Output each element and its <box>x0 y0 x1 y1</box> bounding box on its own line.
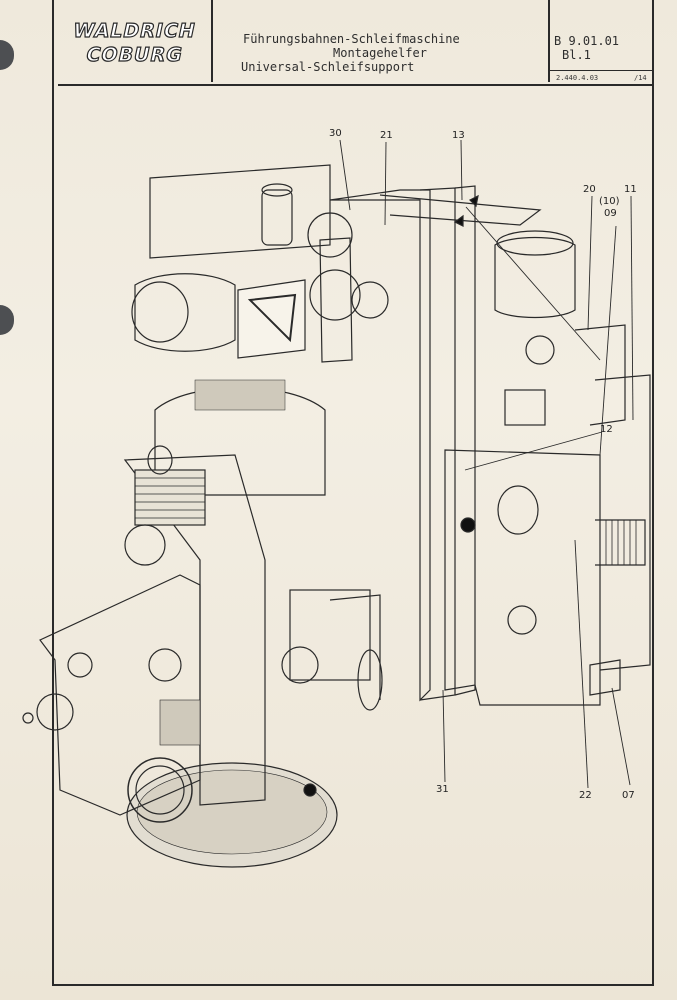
binder-hole-middle <box>0 305 14 335</box>
base-disc-texture <box>136 769 328 855</box>
junction-box <box>504 389 546 426</box>
document-number: B 9.01.01 <box>554 34 620 48</box>
callout-10: (10) <box>599 196 620 207</box>
oil-cup <box>261 189 293 246</box>
grinding-head-body <box>123 454 266 806</box>
description-line-1: Führungsbahnen-Schleifmaschine <box>243 32 460 46</box>
rail-stop <box>589 659 621 696</box>
drawing-frame <box>52 0 654 986</box>
right-rail <box>594 374 651 671</box>
guide-side <box>454 185 476 696</box>
description-cell: Führungsbahnen-Schleifmaschine Montagehe… <box>213 0 550 82</box>
spring-coil <box>357 649 383 711</box>
cooling-fins <box>134 469 206 526</box>
spindle-dial <box>281 646 319 684</box>
callout-31: 31 <box>436 784 449 795</box>
guide-face <box>419 187 456 701</box>
cap-nut <box>147 445 173 475</box>
spindle-housing <box>289 589 371 681</box>
warning-plate <box>237 279 306 359</box>
description-line-2: Montagehelfer <box>333 46 427 60</box>
oil-cup-top <box>261 183 293 197</box>
drawing-code-suffix: /14 <box>634 74 647 82</box>
callout-07: 07 <box>622 790 635 801</box>
arrow-head-13b <box>453 214 464 227</box>
arrow-head-13a <box>468 194 479 208</box>
feed-knob <box>67 652 93 678</box>
feed-dial <box>36 693 74 731</box>
cooling-fin-lines <box>135 477 205 519</box>
warning-triangle <box>247 293 297 343</box>
company-logo: WALDRICH COBURG <box>58 0 213 82</box>
spindle-bracket <box>329 594 381 700</box>
feed-screw <box>595 519 646 566</box>
gear-right <box>351 281 389 319</box>
document-number-cell: B 9.01.01 Bl.1 2.440.4.03 /14 <box>550 0 654 82</box>
grinding-wheel <box>127 757 193 823</box>
screw-thread <box>599 520 637 565</box>
callout-13: 13 <box>452 130 465 141</box>
description-line-3: Universal-Schleifsupport <box>241 60 415 74</box>
gear-top <box>307 212 353 258</box>
callout-22: 22 <box>579 790 592 801</box>
right-bracket <box>574 324 626 426</box>
feed-knob-right <box>148 648 182 682</box>
slide-spring <box>497 485 539 535</box>
callout-12: 12 <box>600 424 613 435</box>
gear-left <box>309 269 361 321</box>
callout-20: 20 <box>583 184 596 195</box>
vertical-guide-column <box>329 189 431 702</box>
grinding-wheel-inner <box>135 765 185 815</box>
leader-lines <box>339 139 634 789</box>
title-block: WALDRICH COBURG Führungsbahnen-Schleifma… <box>58 0 654 86</box>
callout-30: 30 <box>329 128 342 139</box>
adjust-handwheel <box>124 524 166 566</box>
upper-motor-cylinder <box>134 273 236 352</box>
upper-motor-endcap <box>131 281 189 343</box>
fin-block <box>159 699 201 746</box>
vertical-shaft-housing <box>319 237 353 363</box>
callout-11: 11 <box>624 184 637 195</box>
callout-21: 21 <box>380 130 393 141</box>
slide-nut <box>507 605 537 635</box>
upper-motor-housing <box>149 164 331 259</box>
binder-hole-top <box>0 40 14 70</box>
clamp-lever-ball <box>303 783 317 797</box>
grille-pattern <box>194 379 286 411</box>
top-plate <box>379 194 542 226</box>
right-motor-top <box>496 230 574 256</box>
slide-lever-ball <box>460 517 476 533</box>
right-motor-flange <box>525 335 555 365</box>
drawing-code: 2.440.4.03 <box>556 74 599 82</box>
feed-unit <box>39 574 201 816</box>
sheet-number: Bl.1 <box>562 48 591 62</box>
right-motor <box>494 236 576 319</box>
lever-ball-left <box>22 712 34 724</box>
callout-09: 09 <box>604 208 617 219</box>
